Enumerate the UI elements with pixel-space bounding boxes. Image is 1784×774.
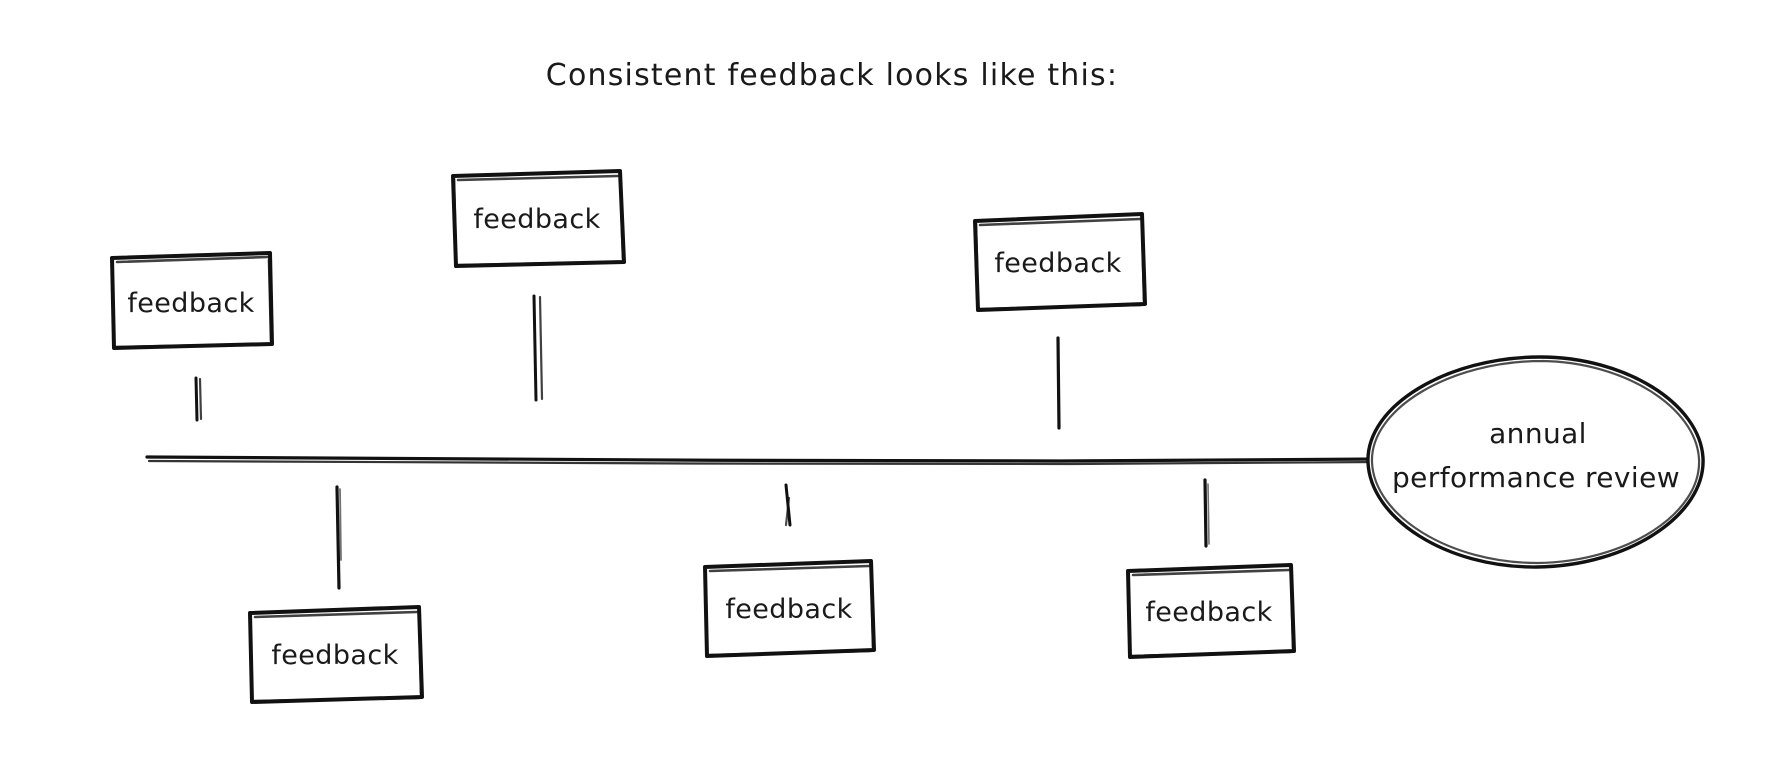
- annual-review-line2: performance review: [1392, 461, 1680, 494]
- feedback-node-1-label: feedback: [127, 288, 254, 319]
- feedback-node-4-label: feedback: [271, 640, 398, 671]
- feedback-node-3[interactable]: feedback: [972, 212, 1147, 312]
- feedback-node-6[interactable]: feedback: [1126, 563, 1296, 659]
- feedback-node-1[interactable]: feedback: [110, 251, 274, 350]
- feedback-node-4[interactable]: feedback: [248, 605, 424, 704]
- page-title: Consistent feedback looks like this:: [546, 58, 1118, 93]
- feedback-node-2[interactable]: feedback: [451, 169, 626, 268]
- feedback-node-3-label: feedback: [994, 248, 1121, 279]
- feedback-node-5[interactable]: feedback: [703, 559, 876, 658]
- connector-node-4: [335, 485, 342, 590]
- annual-review-line1: annual: [1489, 417, 1587, 450]
- feedback-node-6-label: feedback: [1145, 597, 1272, 628]
- timeline-axis: [145, 455, 1384, 466]
- feedback-node-2-label: feedback: [473, 204, 600, 235]
- feedback-node-5-label: feedback: [725, 594, 852, 625]
- annual-review-node[interactable]: annual performance review: [1366, 355, 1705, 569]
- connector-node-5: [784, 483, 792, 527]
- connector-node-6: [1203, 478, 1210, 548]
- connector-node-3: [1056, 336, 1061, 430]
- connector-node-1: [194, 376, 203, 422]
- connector-node-2: [532, 294, 544, 402]
